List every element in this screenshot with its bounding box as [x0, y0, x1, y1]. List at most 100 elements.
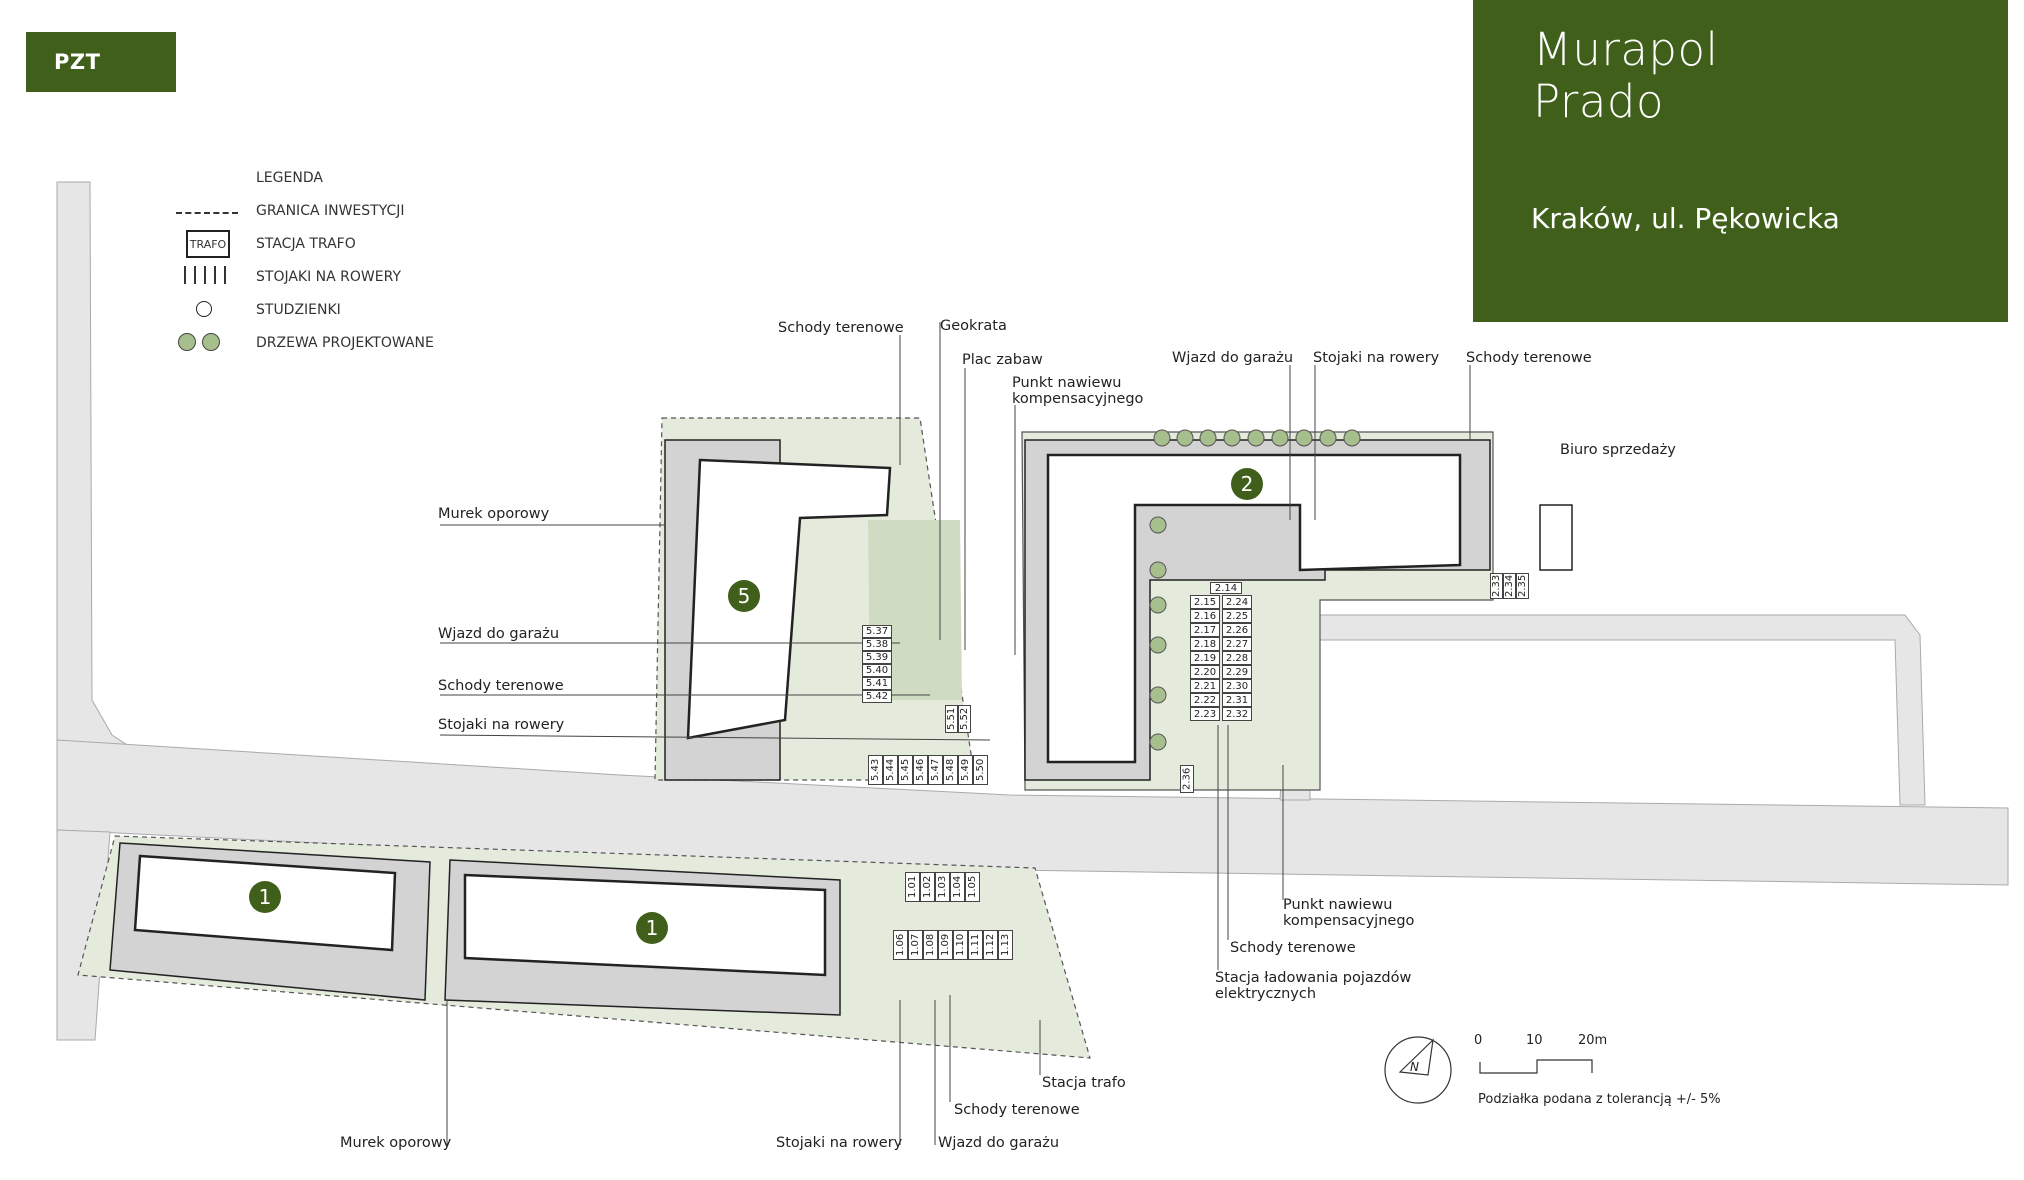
road-left-lower: [56, 829, 111, 1041]
parking-spot: 1.03: [935, 872, 950, 902]
parking-spot: 5.38: [862, 638, 892, 651]
label-line: Stacja ładowania pojazdów: [1215, 970, 1412, 986]
label-stacja-trafo: Stacja trafo: [1042, 1075, 1126, 1091]
scale-tick-20: 20m: [1578, 1033, 1608, 1048]
building-marker: 5: [728, 580, 760, 612]
parking-spot: 2.14: [1210, 582, 1242, 594]
pzt-badge: PZT: [26, 32, 176, 92]
road-inner-right: [1279, 614, 1926, 806]
project-name: Murapol Prado: [1533, 24, 1719, 128]
legend-item-label: STACJA TRAFO: [256, 236, 356, 252]
scale-tick-10: 10: [1526, 1033, 1543, 1048]
parking-spot: 5.40: [862, 664, 892, 677]
parking-spot: 5.46: [913, 755, 928, 785]
project-title-box: Murapol Prado Kraków, ul. Pękowicka: [1473, 0, 2008, 322]
scale-note: Podziałka podana z tolerancją +/- 5%: [1478, 1092, 1721, 1107]
parking-spot: 2.31: [1222, 693, 1252, 707]
parking-spot: 5.42: [862, 690, 892, 703]
dashed-line-icon: [176, 212, 238, 214]
road-main: [56, 739, 2009, 886]
label-stojaki-na-rowery: Stojaki na rowery: [1313, 350, 1440, 366]
sales-office: [1539, 504, 1573, 571]
roads: [56, 181, 2009, 1041]
project-name-line2: Prado: [1533, 75, 1665, 128]
label-punkt-nawiewu: Punkt nawiewu kompensacyjnego: [1283, 897, 1414, 929]
label-line: kompensacyjnego: [1283, 913, 1415, 929]
parking-spot: 1.10: [953, 930, 968, 960]
label-schody-terenowe: Schody terenowe: [1230, 940, 1356, 956]
label-wjazd-do-garazu: Wjazd do garażu: [438, 626, 560, 642]
label-line: Punkt nawiewu: [1283, 897, 1393, 913]
parking-spot: 2.25: [1222, 609, 1252, 623]
tree-icon: [178, 333, 196, 351]
parking-spot: 2.24: [1222, 595, 1252, 609]
label-schody-terenowe: Schody terenowe: [1466, 350, 1592, 366]
parking-spot: 2.18: [1190, 637, 1220, 651]
manhole-icon: [196, 301, 212, 317]
label-wjazd-do-garazu: Wjazd do garażu: [1172, 350, 1294, 366]
legend-item-label: DRZEWA PROJEKTOWANE: [256, 335, 434, 351]
project-name-line1: Murapol: [1533, 23, 1719, 76]
building-marker: 2: [1231, 468, 1263, 500]
parking-spot: 1.11: [968, 930, 983, 960]
parking-spot: 5.43: [868, 755, 883, 785]
parking-spot: 1.09: [938, 930, 953, 960]
legend-item-label: STOJAKI NA ROWERY: [256, 269, 401, 285]
label-line: Punkt nawiewu: [1012, 375, 1122, 391]
scale-bar: [1479, 1059, 1593, 1074]
parking-spot: 2.32: [1222, 707, 1252, 721]
bike-rack-icon: [184, 266, 228, 284]
legend-item-label: STUDZIENKI: [256, 302, 341, 318]
parking-spot: 2.27: [1222, 637, 1252, 651]
parking-spot: 2.28: [1222, 651, 1252, 665]
parking-spot: 5.47: [928, 755, 943, 785]
parking-spot: 5.41: [862, 677, 892, 690]
parking-spot: 5.37: [862, 625, 892, 638]
label-wjazd-do-garazu: Wjazd do garażu: [938, 1135, 1060, 1151]
trafo-icon: TRAFO: [186, 230, 230, 258]
parking-spot: 5.45: [898, 755, 913, 785]
parking-spot: 5.50: [973, 755, 988, 785]
parking-spot: 1.13: [998, 930, 1013, 960]
parking-spot: 1.08: [923, 930, 938, 960]
parking-spot: 2.16: [1190, 609, 1220, 623]
parking-spot: 2.36: [1180, 765, 1194, 793]
parking-spot: 5.49: [958, 755, 973, 785]
road-left-vertical: [56, 181, 151, 791]
pzt-badge-label: PZT: [54, 50, 101, 74]
parking-spot: 2.21: [1190, 679, 1220, 693]
parking-spot: 2.34: [1503, 573, 1516, 599]
parking-spot: 1.02: [920, 872, 935, 902]
leader-lines: [439, 322, 1471, 1145]
label-punkt-nawiewu: Punkt nawiewu kompensacyjnego: [1012, 375, 1143, 407]
label-stacja-ladowania: Stacja ładowania pojazdów elektrycznych: [1215, 970, 1411, 1002]
parking-spot: 5.39: [862, 651, 892, 664]
scale-tick-0: 0: [1474, 1033, 1483, 1048]
label-line: kompensacyjnego: [1012, 391, 1144, 407]
project-location: Kraków, ul. Pękowicka: [1531, 202, 1840, 235]
label-geokrata: Geokrata: [940, 318, 1007, 334]
parking-spot: 1.07: [908, 930, 923, 960]
parking-spot: 2.33: [1490, 573, 1503, 599]
parking-spot: 5.48: [943, 755, 958, 785]
parking-spot: 1.04: [950, 872, 965, 902]
label-murek-oporowy: Murek oporowy: [340, 1135, 452, 1151]
label-plac-zabaw: Plac zabaw: [962, 352, 1043, 368]
label-biuro-sprzedazy: Biuro sprzedaży: [1560, 442, 1676, 458]
parking-spot: 1.06: [893, 930, 908, 960]
label-stojaki-na-rowery: Stojaki na rowery: [438, 717, 565, 733]
label-schody-terenowe: Schody terenowe: [438, 678, 564, 694]
north-label: N: [1410, 1060, 1419, 1074]
parking-spot: 2.29: [1222, 665, 1252, 679]
legend-item-label: GRANICA INWESTYCJI: [256, 203, 405, 219]
parking-spot: 1.05: [965, 872, 980, 902]
label-murek-oporowy: Murek oporowy: [438, 506, 550, 522]
tree-icon: [202, 333, 220, 351]
label-schody-terenowe: Schody terenowe: [954, 1102, 1080, 1118]
building-2: [1024, 439, 1491, 781]
legend-title: LEGENDA: [256, 170, 323, 186]
planned-trees: [1149, 429, 1361, 751]
parking-spot: 2.35: [1516, 573, 1529, 599]
parking-spot: 5.51: [945, 705, 958, 733]
parking-spot: 2.22: [1190, 693, 1220, 707]
